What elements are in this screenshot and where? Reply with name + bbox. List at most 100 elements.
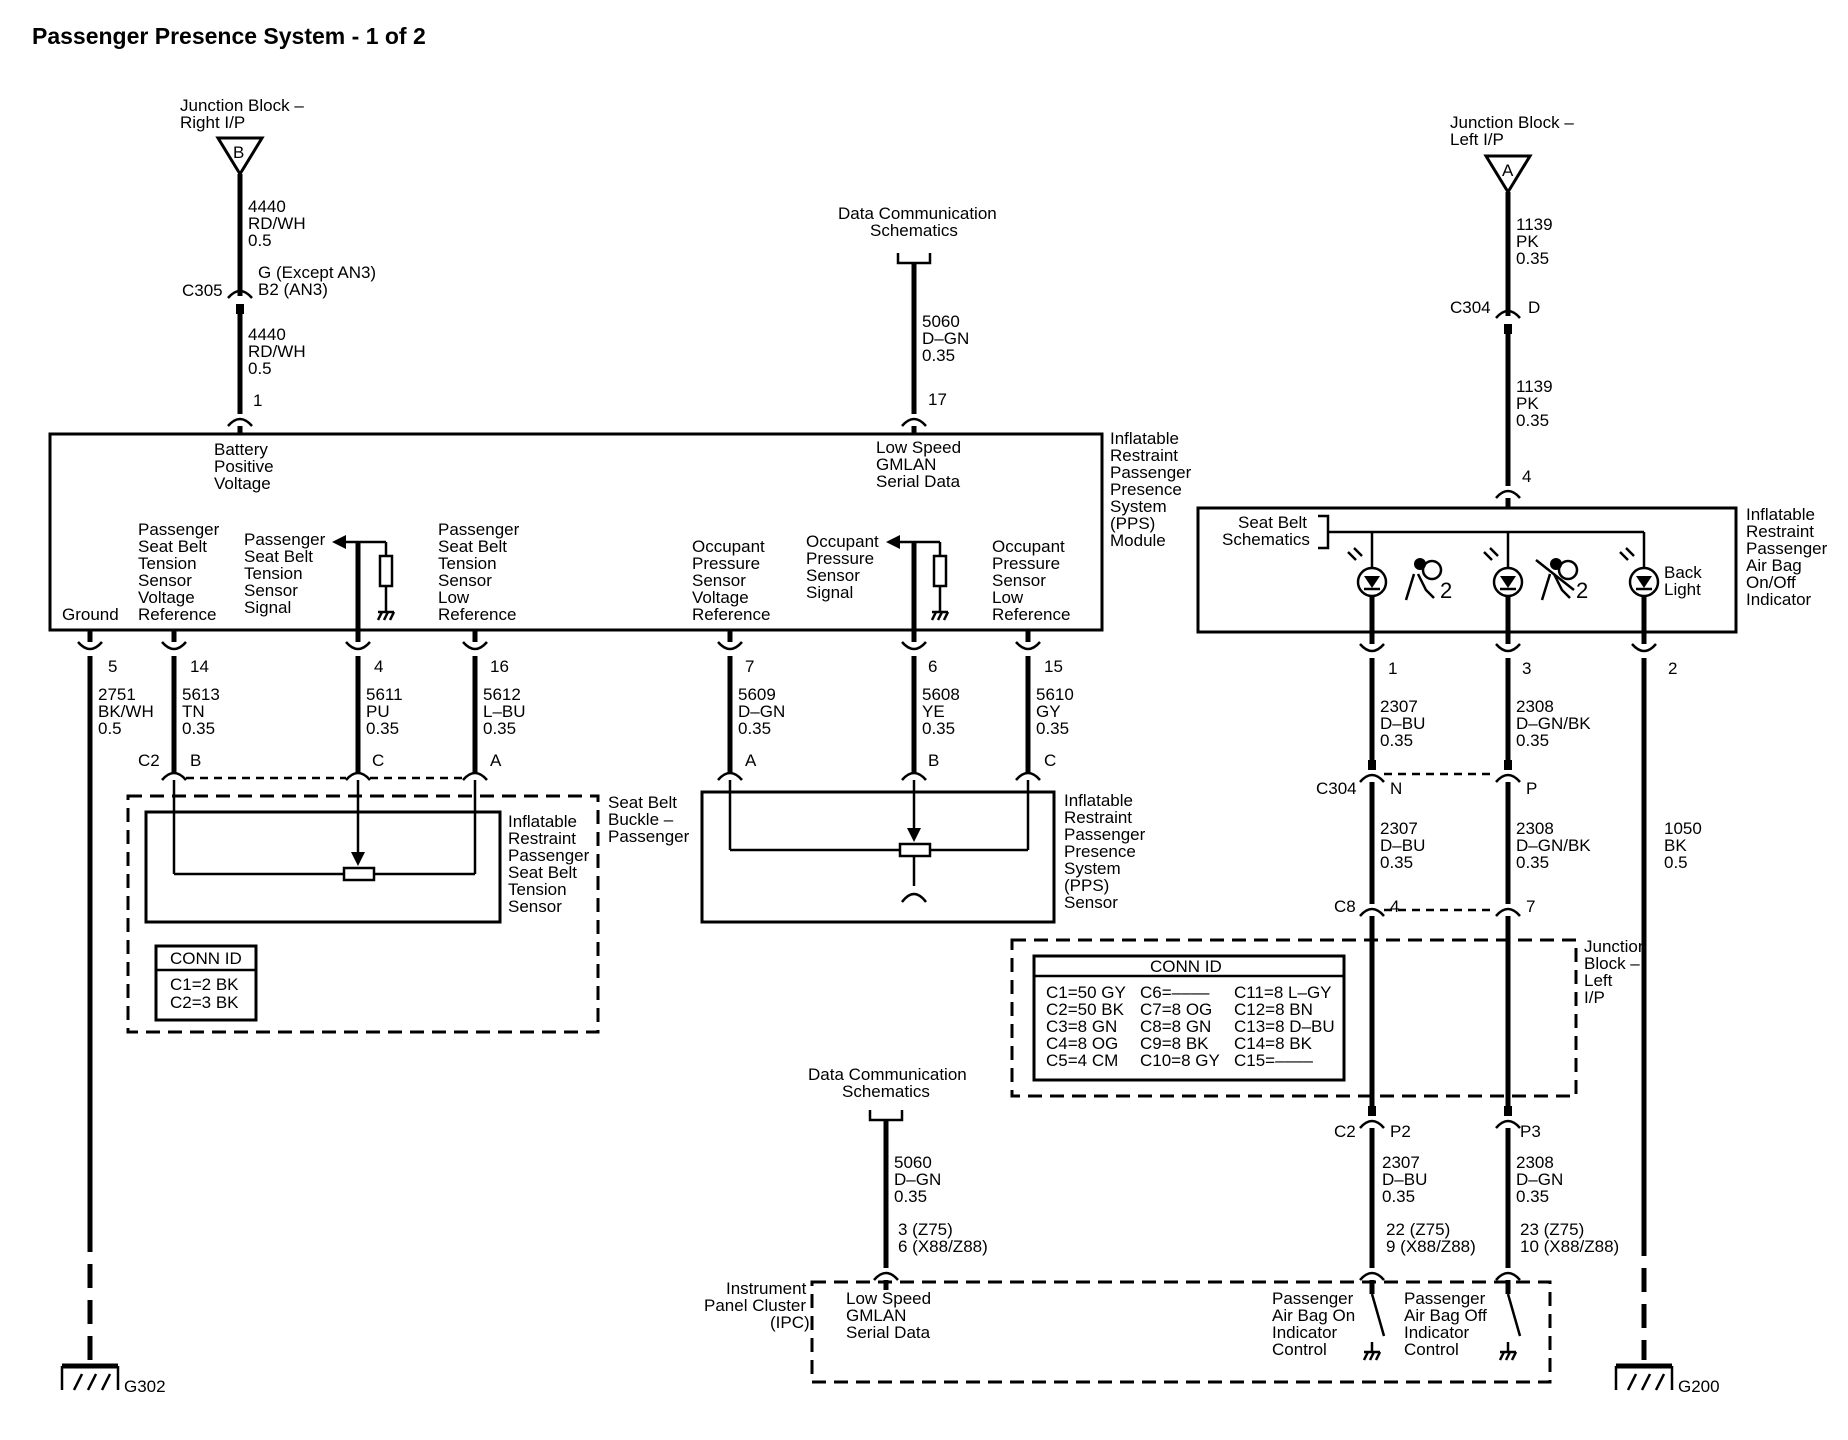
svg-text:Sensor: Sensor [438,571,492,590]
svg-text:Passenger: Passenger [244,530,326,549]
svg-text:D–GN/BK: D–GN/BK [1516,836,1591,855]
svg-text:I/P: I/P [1584,988,1605,1007]
svg-text:C304: C304 [1450,298,1491,317]
svg-text:D–BU: D–BU [1380,836,1425,855]
svg-text:Signal: Signal [806,583,853,602]
svg-text:7: 7 [745,657,754,676]
wire-2751: 5 2751 BK/WH 0.5 [77,630,154,1360]
wire-1139-upper-label: 1139 PK 0.35 [1516,215,1553,268]
wire-5060-bottom-label: 5060 D–GN 0.35 3 (Z75) 6 (X88/Z88) [894,1153,988,1256]
wire-2308-mid-label: 2308 D–GN/BK 0.35 [1516,819,1591,872]
svg-text:Sensor: Sensor [992,571,1046,590]
svg-text:C: C [372,751,384,770]
svg-text:RD/WH: RD/WH [248,214,306,233]
svg-text:C3=8 GN: C3=8 GN [1046,1017,1117,1036]
svg-text:Seat Belt: Seat Belt [608,793,677,812]
svg-text:Seat Belt: Seat Belt [138,537,207,556]
svg-text:BK: BK [1664,836,1687,855]
svg-text:(PPS): (PPS) [1110,514,1155,533]
svg-text:0.35: 0.35 [922,346,955,365]
svg-text:C305: C305 [182,281,223,300]
svg-text:(PPS): (PPS) [1064,876,1109,895]
pps-sensor-connector: A B C [717,751,1056,781]
ipc-gmlan-label: Low Speed GMLAN Serial Data [846,1289,931,1342]
svg-text:2307: 2307 [1380,819,1418,838]
svg-text:Sensor: Sensor [508,897,562,916]
wire-5609: 7 5609 D–GN 0.35 [717,630,785,768]
svg-text:D–GN: D–GN [894,1170,941,1189]
sbt-sensor-internal [172,780,477,882]
svg-text:Passenger: Passenger [1064,825,1146,844]
jb-conn-id-table: CONN ID C1=50 GY C6=–––– C11=8 L–GY C2=5… [1032,954,1346,1082]
svg-text:RD/WH: RD/WH [248,342,306,361]
svg-text:16: 16 [490,657,509,676]
junction-block-left-ip: Junction Block – Left I/P A [1450,113,1574,195]
connector-c304-mid: C304 N P [1316,760,1537,798]
svg-text:Pressure: Pressure [692,554,760,573]
svg-text:Data Communication: Data Communication [838,204,997,223]
svg-text:Voltage: Voltage [214,474,271,493]
svg-text:0.35: 0.35 [1516,853,1549,872]
svg-text:Occupant: Occupant [692,537,765,556]
svg-text:Data Communication: Data Communication [808,1065,967,1084]
svg-text:On/Off: On/Off [1746,573,1796,592]
diagram-title: Passenger Presence System - 1 of 2 [32,23,426,49]
svg-text:D–BU: D–BU [1380,714,1425,733]
svg-text:Restraint: Restraint [1746,522,1814,541]
svg-text:Passenger: Passenger [1110,463,1192,482]
svg-text:B: B [928,751,939,770]
sbt-signal-internal-circuit [332,535,396,630]
svg-text:Presence: Presence [1064,842,1136,861]
svg-text:22 (Z75): 22 (Z75) [1386,1220,1450,1239]
ground-g302-icon: G302 [60,1363,166,1396]
svg-text:BK/WH: BK/WH [98,702,154,721]
svg-text:GMLAN: GMLAN [876,455,936,474]
svg-text:C9=8 BK: C9=8 BK [1140,1034,1209,1053]
wire-5612: 16 5612 L–BU 0.35 [462,630,526,768]
svg-text:Reference: Reference [992,605,1070,624]
wire-2308-lower-label: 2308 D–GN 0.35 [1516,1153,1563,1206]
svg-text:2: 2 [1668,659,1677,678]
svg-text:Passenger: Passenger [1746,539,1828,558]
svg-text:C11=8 L–GY: C11=8 L–GY [1234,983,1332,1002]
pin-17-label: 17 [928,390,947,409]
svg-text:P: P [1526,779,1537,798]
svg-text:0.35: 0.35 [738,719,771,738]
svg-text:YE: YE [922,702,945,721]
sbt-signal-label: Passenger Seat Belt Tension Sensor Signa… [244,530,326,617]
pin-17-connector [901,417,927,427]
svg-text:C2: C2 [138,751,160,770]
wire-2307-mid-label: 2307 D–BU 0.35 [1380,819,1425,872]
svg-text:5609: 5609 [738,685,776,704]
ground-g200-icon: G200 [1614,1363,1720,1396]
svg-text:C2=3 BK: C2=3 BK [170,993,239,1012]
svg-text:B: B [190,751,201,770]
svg-text:Restraint: Restraint [1064,808,1132,827]
svg-text:GMLAN: GMLAN [846,1306,906,1325]
junction-block-left-boundary [1010,938,1578,1098]
ops-voltage-ref-label: Occupant Pressure Sensor Voltage Referen… [692,537,770,624]
svg-text:Indicator: Indicator [1404,1323,1470,1342]
svg-text:Inflatable: Inflatable [508,812,577,831]
indicator-pin-4-label: 4 [1522,467,1531,486]
svg-text:CONN ID: CONN ID [170,949,242,968]
svg-text:Air Bag: Air Bag [1746,556,1802,575]
wire-5610: 15 5610 GY 0.35 [1015,630,1074,768]
svg-text:C: C [1044,751,1056,770]
svg-text:Passenger: Passenger [1404,1289,1486,1308]
svg-text:D–BU: D–BU [1382,1170,1427,1189]
indicator-pin-4-connector [1495,489,1521,499]
pin-1-connector [227,417,253,427]
indicator-pin-2: 2 [1631,632,1677,1360]
svg-text:Left: Left [1584,971,1613,990]
svg-text:G200: G200 [1678,1377,1720,1396]
pps-module-name: Inflatable Restraint Passenger Presence … [1110,429,1192,550]
svg-text:1139: 1139 [1516,377,1553,396]
svg-text:Low: Low [438,588,470,607]
svg-text:Battery: Battery [214,440,268,459]
svg-text:GY: GY [1036,702,1061,721]
svg-text:D: D [1528,298,1540,317]
svg-text:Sensor: Sensor [244,581,298,600]
svg-text:Pressure: Pressure [806,549,874,568]
